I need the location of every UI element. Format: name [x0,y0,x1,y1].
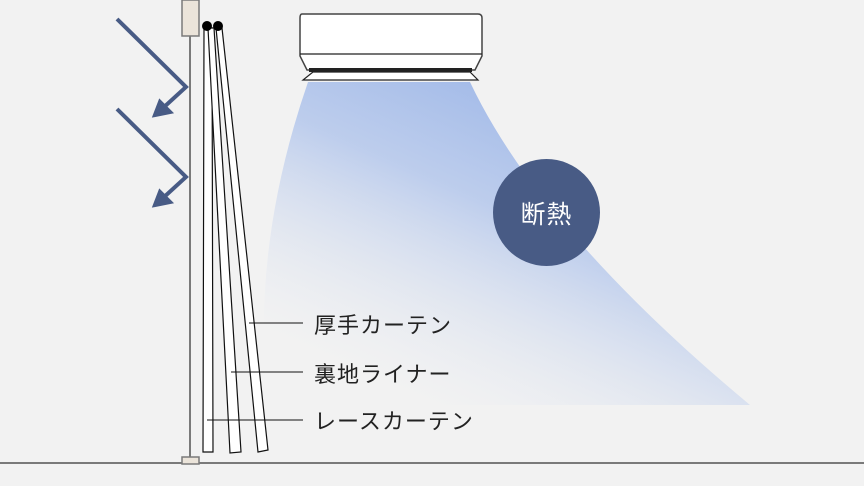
window-frame [181,0,200,465]
sunlight-arrow-icon [115,107,189,208]
label-thick-curtain: 厚手カーテン [314,314,453,339]
insulation-badge: 断熱 [493,159,600,266]
label-leaders [207,322,303,421]
label-lace-curtain: レースカーテン [314,410,474,435]
air-conditioner [299,13,483,81]
curtain-layers [202,21,269,454]
sunlight-arrow-icon [115,17,189,118]
lining-liner [207,27,242,454]
label-lining-liner: 裏地ライナー [314,363,452,388]
